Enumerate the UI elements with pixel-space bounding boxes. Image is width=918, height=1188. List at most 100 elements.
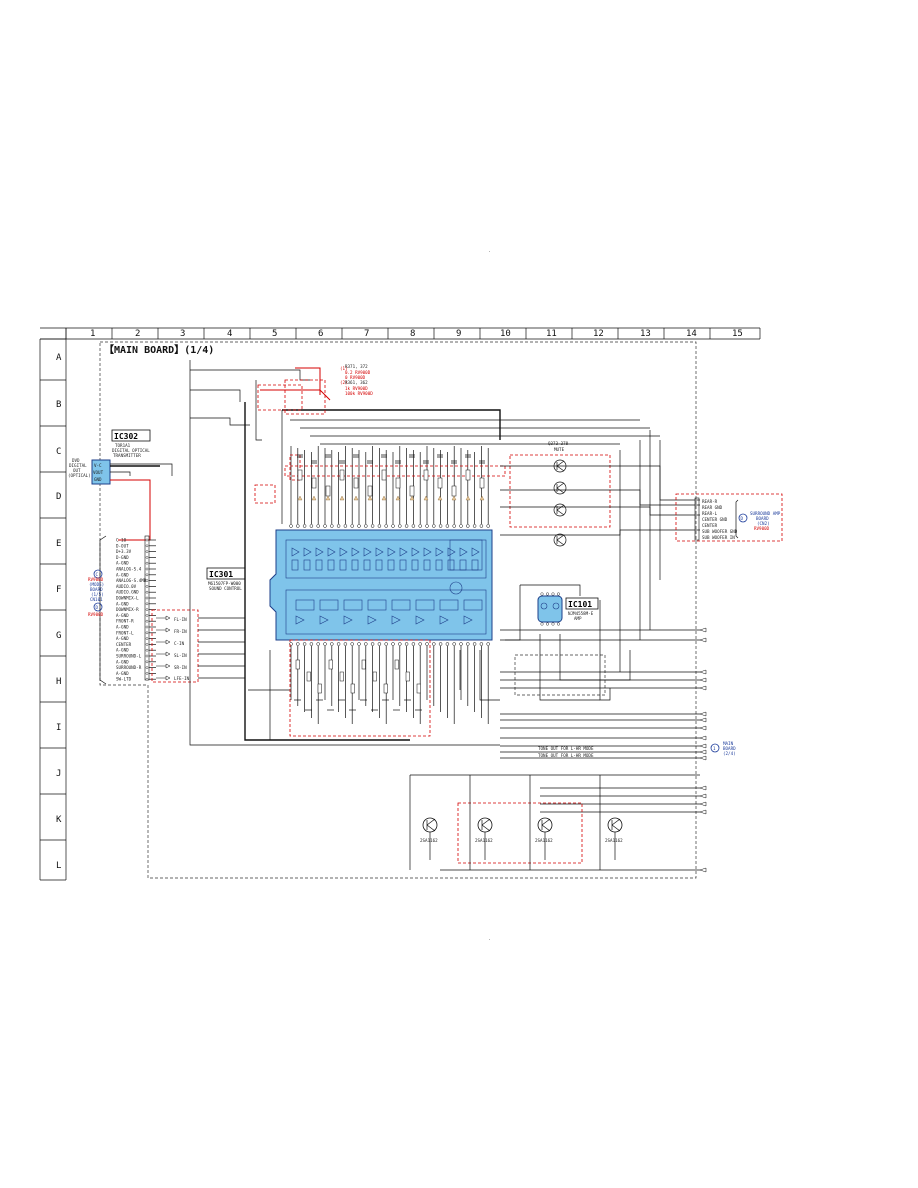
summing-node-icon	[449, 581, 463, 595]
left-pin-mark	[145, 585, 149, 588]
left-pin-label: D-GND	[116, 555, 129, 560]
col-label: 9	[456, 329, 461, 339]
board-ref-c: C	[96, 572, 99, 577]
ic301-pin-bot	[432, 642, 436, 646]
ic301-pin-top	[289, 524, 293, 528]
ic101-pin	[540, 592, 544, 596]
opamp-symbol	[471, 547, 480, 557]
page-dot-bottom: .	[488, 936, 491, 941]
ic301-pin-bot	[472, 642, 477, 646]
opamp-symbol	[291, 547, 300, 557]
row-label: D	[56, 492, 61, 502]
row-label: J	[56, 769, 61, 779]
ic301-block	[411, 559, 419, 571]
lower-components	[248, 639, 500, 740]
left-pin-label: A-GND	[116, 659, 129, 664]
line-input-label: FR-IN	[174, 629, 187, 634]
ratio-note: 0.2 RV900D	[345, 370, 371, 375]
ic301-pin-bot	[296, 642, 300, 646]
ic301-pin-top	[486, 524, 490, 528]
ic301-pin-top	[459, 524, 463, 528]
capacitor-icon	[325, 454, 331, 458]
ic301-pin-top	[296, 524, 300, 528]
ic301-pin-bot	[350, 642, 354, 646]
row-labels: A B C D E F G H I J K L	[56, 353, 62, 871]
resistor-icon	[339, 469, 345, 481]
left-pin-mark	[145, 648, 149, 652]
left-pin-mark	[145, 631, 149, 635]
signal-arrow-icon	[699, 743, 707, 749]
opamp-symbol	[367, 615, 377, 625]
capacitor-icon	[381, 454, 387, 458]
opamp-symbol	[315, 547, 324, 557]
ic301-pin-top	[302, 524, 307, 528]
ratio-note: 100k RV900D	[345, 391, 373, 396]
mute-label: Q373-378	[548, 441, 569, 446]
ic301-block	[339, 559, 347, 571]
right-ref-icon	[738, 513, 748, 523]
transistor-leads	[556, 482, 565, 494]
ic301-mix-block	[449, 539, 483, 571]
opamp-symbol	[463, 615, 473, 625]
col-label: 7	[364, 329, 369, 339]
col-label: 4	[227, 329, 232, 339]
ic301-pin-bot	[364, 642, 368, 646]
ic301-pin-bot	[309, 642, 314, 646]
resistor-icon	[405, 671, 410, 682]
ic301-pin-top	[479, 524, 484, 528]
ratio-note: 1k RV900D	[345, 386, 368, 391]
test-point-icon	[395, 495, 401, 501]
opamp-symbol	[387, 547, 396, 557]
col-label: 3	[180, 329, 185, 339]
volume-block	[415, 599, 435, 611]
line-input-arrow	[156, 675, 171, 681]
left-pin-label: SW-LTD	[116, 677, 132, 682]
red-note: RV900D	[88, 612, 104, 617]
ic301-pin-bot	[425, 642, 429, 646]
left-pin-label: DOWNMIX-R	[116, 607, 139, 612]
ic301-pin-bot	[452, 642, 456, 646]
board-ref-d: D	[96, 605, 99, 610]
ic301-pin-top	[418, 524, 422, 528]
ic101-pin	[557, 592, 561, 596]
col-label: 14	[686, 329, 697, 339]
ic301-pin-bot	[404, 642, 409, 646]
right-output-lines: 1 MAIN BOARD (2/4) TONE OUT FOR L-HR MOD…	[440, 430, 736, 873]
ic301-pin-bot	[479, 642, 484, 646]
left-pin-mark	[145, 567, 149, 571]
ic301-desc: SOUND CONTROL	[209, 586, 242, 591]
board-ref-d-icon	[93, 602, 103, 612]
red-note: RV900D	[88, 577, 104, 582]
left-pin-label: A-GND	[116, 648, 129, 653]
ic301-pin-top	[316, 524, 320, 528]
resistor-icon	[479, 477, 485, 489]
ic301-pin-bot	[411, 642, 416, 646]
row-label: I	[56, 723, 61, 733]
left-pin-label: FRONT-L	[116, 630, 134, 635]
ic101-name: IC101	[568, 600, 592, 609]
ic101-desc: NJM4558M-E	[568, 611, 594, 616]
ic101-pin	[540, 622, 544, 626]
signal-arrow-icon	[699, 711, 707, 717]
bottom-ref-label: MAIN	[723, 741, 734, 746]
board-ref-c-icon	[93, 569, 103, 579]
ic301-desc: M61507FP-W000	[208, 581, 241, 586]
left-pin-label: A-GND	[116, 572, 129, 577]
ic301-pin-top	[350, 524, 354, 528]
left-pin-label: A-GND	[116, 636, 129, 641]
transistor-label: 2SA1162	[535, 838, 553, 843]
ic301-pin-bot	[323, 642, 327, 646]
ic101-block: IC101 NJM4558M-E AMP	[505, 584, 631, 701]
ic301-pin-bot	[459, 642, 463, 646]
signal-arrow-icon	[699, 867, 707, 873]
resistor-icon	[306, 671, 311, 682]
right-pin: REAR GND	[702, 505, 723, 510]
volume-block	[439, 599, 459, 611]
volume-block	[463, 599, 483, 611]
left-pin-label: C-10	[116, 538, 127, 543]
ic301-pin-bot	[357, 642, 361, 646]
col-label: 2	[135, 329, 140, 339]
resistor-icon	[325, 485, 331, 497]
test-point-icon	[367, 495, 373, 501]
